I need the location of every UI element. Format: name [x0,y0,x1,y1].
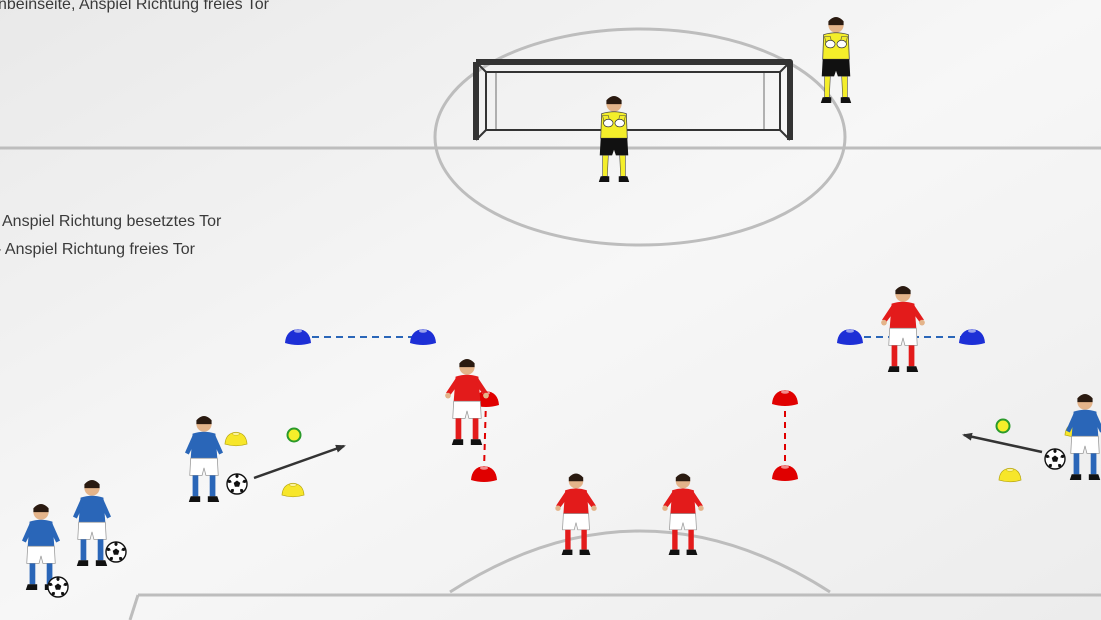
note-besetztes-tor: Anspiel Richtung besetztes Tor [2,213,221,231]
note-top: nbeinseite, Anspiel Richtung freies Tor [0,0,269,14]
note-freies-tor: - Anspiel Richtung freies Tor [0,241,195,259]
soccer-ball-icon [106,542,126,562]
soccer-ball-icon [227,474,247,494]
soccer-ball-icon [1045,449,1065,469]
marker-ball [997,420,1010,433]
soccer-ball-icon [48,577,68,597]
marker-ball [288,429,301,442]
